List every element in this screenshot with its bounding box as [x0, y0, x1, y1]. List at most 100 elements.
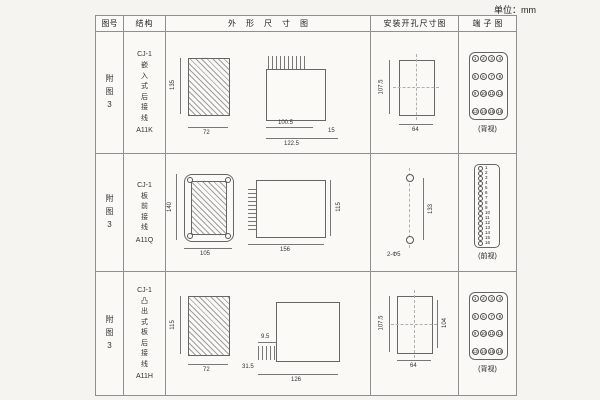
cutout-rect — [399, 60, 435, 116]
side-view-shape — [256, 180, 326, 238]
terminal-circle: 14 — [479, 347, 487, 355]
terminal-circle: 15 — [488, 347, 496, 355]
terminal-row: 14 — [478, 231, 490, 236]
terminal-grid: 1 2 3 4 5 6 7 8 9 10 11 12 13 14 15 16 — [471, 55, 504, 115]
dimension-line — [423, 178, 424, 240]
dim-height: 140 — [167, 201, 174, 213]
hatched-area — [191, 181, 227, 235]
dim-pin: 9.5 — [261, 334, 270, 340]
header-terminal: 端子图 — [459, 16, 516, 32]
terminal-number: 16 — [485, 240, 491, 246]
terminal-row: 8 — [478, 201, 490, 206]
terminal-circle: 13 — [471, 347, 479, 355]
terminal-dot-icon — [478, 221, 483, 226]
terminal-number: 2 — [485, 170, 488, 176]
front-view-shape — [188, 296, 230, 356]
structure-cell-a11h: CJ-1 凸出式板后接线 A11H — [124, 272, 166, 395]
terminal-number: 11 — [485, 215, 490, 221]
terminal-circle: 1 — [471, 55, 479, 62]
pin-comb — [248, 186, 256, 230]
model-label: CJ-1 — [137, 51, 152, 58]
dimension-line — [258, 374, 338, 375]
model-label: CJ-1 — [137, 181, 152, 189]
terminal-diagram-a11k: 1 2 3 4 5 6 7 8 9 10 11 12 13 14 15 16 (… — [459, 32, 516, 154]
mount-hole — [187, 177, 193, 183]
structure-cell-a11q: CJ-1 板前接线 A11Q — [124, 154, 166, 272]
dim-cutout-width: 64 — [410, 363, 417, 369]
dimension-line — [176, 174, 177, 240]
terminal-number: 9 — [485, 205, 488, 211]
terminal-dot-icon — [478, 166, 483, 171]
dimension-line — [397, 360, 431, 361]
terminal-row: 11 — [478, 216, 490, 221]
install-drawing-a11q: 2-Φ5 133 — [371, 154, 459, 272]
terminal-circle: 9 — [471, 90, 479, 98]
terminal-row: 13 — [478, 226, 490, 231]
terminal-row: 3 — [478, 176, 490, 181]
terminal-circle: 12 — [496, 90, 504, 98]
terminal-circle: 6 — [479, 72, 487, 80]
terminal-dot-icon — [478, 196, 483, 201]
terminal-dot-icon — [478, 231, 483, 236]
terminal-dot-icon — [478, 226, 483, 231]
model-label: CJ-1 — [137, 286, 152, 294]
terminal-number: 12 — [485, 220, 491, 226]
terminal-row: 12 — [478, 221, 490, 226]
terminal-circle: 9 — [471, 330, 479, 338]
dimension-line — [180, 58, 181, 114]
terminal-row: 15 — [478, 236, 490, 241]
terminal-row: 2 — [478, 171, 490, 176]
terminal-row: 5 — [478, 186, 490, 191]
dim-hole-span: 133 — [428, 203, 435, 215]
terminal-circle: 7 — [488, 72, 496, 80]
dimension-line — [188, 364, 228, 365]
pin-comb — [268, 56, 308, 69]
terminal-number: 1 — [485, 165, 488, 171]
dim-side: 115 — [335, 202, 342, 212]
figure-number: 附图3 — [105, 194, 114, 229]
figure-number: 附图3 — [105, 74, 114, 109]
mount-hole — [225, 177, 231, 183]
mount-hole — [406, 174, 414, 182]
dim-cutout-height: 107.5 — [378, 79, 385, 95]
terminal-number: 4 — [485, 180, 488, 186]
dimension-line — [399, 124, 433, 125]
terminal-circle: 3 — [488, 295, 496, 302]
terminal-circle: 16 — [496, 107, 504, 115]
dim-offset: 31.5 — [242, 364, 254, 370]
cutout-rect — [397, 296, 433, 354]
mount-hole — [225, 233, 231, 239]
terminal-diagram-a11h: 1 2 3 4 5 6 7 8 9 10 11 12 13 14 15 16 (… — [459, 272, 516, 395]
terminal-row: 1 — [478, 166, 490, 171]
terminal-strip: 1 2 3 4 5 6 7 8 9 10 11 12 13 14 15 16 — [478, 166, 490, 246]
terminal-number: 5 — [485, 185, 488, 191]
unit-label: 单位：mm — [494, 5, 536, 15]
terminal-row: 16 — [478, 241, 490, 246]
terminal-number: 7 — [485, 195, 488, 201]
terminal-circle: 7 — [488, 312, 496, 320]
terminal-circle: 5 — [471, 72, 479, 80]
dim-width: 72 — [203, 130, 210, 136]
terminal-dot-icon — [478, 186, 483, 191]
outline-drawing-a11q: 140 105 156 115 — [166, 154, 371, 272]
terminal-dot-icon — [478, 241, 483, 246]
dim-hole-span: 104 — [442, 317, 449, 329]
terminal-dot-icon — [478, 191, 483, 196]
dimension-line — [180, 296, 181, 354]
terminal-circle: 5 — [471, 312, 479, 320]
terminal-number: 8 — [485, 200, 488, 206]
outline-drawing-a11h: 115 72 9.5 31.5 126 — [166, 272, 371, 395]
dim-height: 135 — [170, 79, 177, 91]
terminal-circle: 6 — [479, 312, 487, 320]
terminal-circle: 16 — [496, 347, 504, 355]
terminal-row: 7 — [478, 196, 490, 201]
terminal-row: 6 — [478, 191, 490, 196]
terminal-circle: 8 — [496, 312, 504, 320]
dimension-line — [389, 296, 390, 352]
dim-width: 105 — [200, 251, 211, 257]
mount-hole — [406, 236, 414, 244]
dimension-line — [248, 244, 324, 245]
terminal-row: 9 — [478, 206, 490, 211]
centerline — [409, 168, 410, 248]
